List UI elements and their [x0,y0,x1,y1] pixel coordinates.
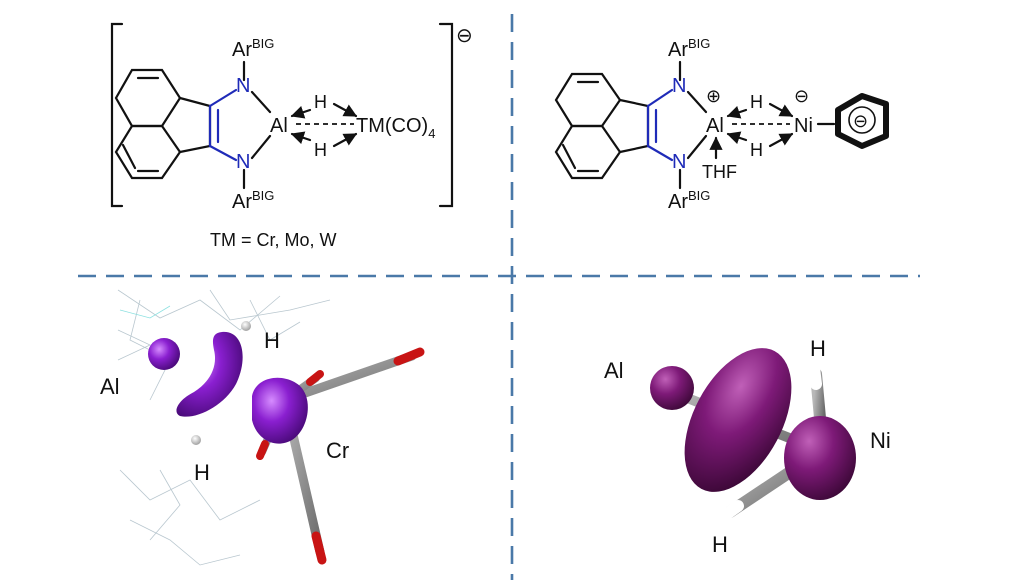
al-sphere [650,366,694,410]
n-bottom-label: N [236,151,250,173]
cp-charge-circle [848,106,876,134]
ni-label: Ni [794,115,813,137]
cp-ring [835,93,889,149]
h-top-label: H [264,328,280,353]
al-label: Al [706,115,724,137]
n-top-label: N [236,75,250,97]
al-ni-bonding-lobe [684,348,792,492]
h-bottom-label: H [750,140,763,160]
wireframe-background [117,289,331,566]
svg-text:ArBIG: ArBIG [232,188,274,213]
ni-label: Ni [870,428,891,453]
arrow-h-top-left [290,105,312,119]
svg-text:ArBIG: ArBIG [232,36,274,61]
h-sphere-bottom [191,435,201,445]
al-label: Al [604,358,624,383]
ni-charge: ⊖ [794,86,809,106]
al-label: Al [100,374,120,399]
h-bottom-label: H [314,140,327,160]
svg-text:ArBIG: ArBIG [668,36,710,61]
ar-top-sup: BIG [688,36,710,51]
anion-charge: ⊖ [456,25,473,47]
h-top-label: H [750,92,763,112]
ni-lobe [784,416,856,500]
top-right-structure: ArBIG N N ArBIG Al ⊕ H H THF Ni ⊖ ⊖ [554,36,889,213]
tm-label: TM(CO) [356,115,428,137]
al-label: Al [270,115,288,137]
al-sphere [148,338,180,370]
tm-caption: TM = Cr, Mo, W [210,230,337,250]
al-charge: ⊕ [706,86,721,106]
bottom-right-orbital: Al H Ni H [604,336,891,557]
n-bottom-label: N [672,151,686,173]
ar-bottom-label: Ar [232,191,252,213]
ar-bottom-sup: BIG [688,188,710,203]
n-top-label: N [672,75,686,97]
bottom-left-orbital: Al H H Cr [100,289,425,566]
thf-label: THF [702,162,737,182]
left-bracket [110,22,124,208]
h-top-label: H [810,336,826,361]
right-bracket [438,22,454,208]
h-sphere-top [241,321,251,331]
h-top-label: H [314,92,327,112]
h-bottom-label: H [194,460,210,485]
h-bottom-label: H [712,532,728,557]
ar-top-label: Ar [232,39,252,61]
ar-bottom-label: Ar [668,191,688,213]
cp-charge: ⊖ [853,111,868,131]
cr-co-stick-right [280,351,417,405]
al-h-lobe [176,331,243,417]
ar-top-label: Ar [668,39,688,61]
tm-sub: 4 [428,126,435,141]
ar-bottom-sup: BIG [252,188,274,203]
svg-text:TM(CO)4: TM(CO)4 [356,115,435,141]
cr-lobe [252,377,308,444]
top-left-structure: ArBIG N N ArBIG Al H H TM(CO)4 ⊖ TM = Cr… [110,22,473,250]
cr-label: Cr [326,438,349,463]
ring-lower [114,124,182,180]
ar-top-sup: BIG [252,36,274,51]
svg-text:ArBIG: ArBIG [668,188,710,213]
